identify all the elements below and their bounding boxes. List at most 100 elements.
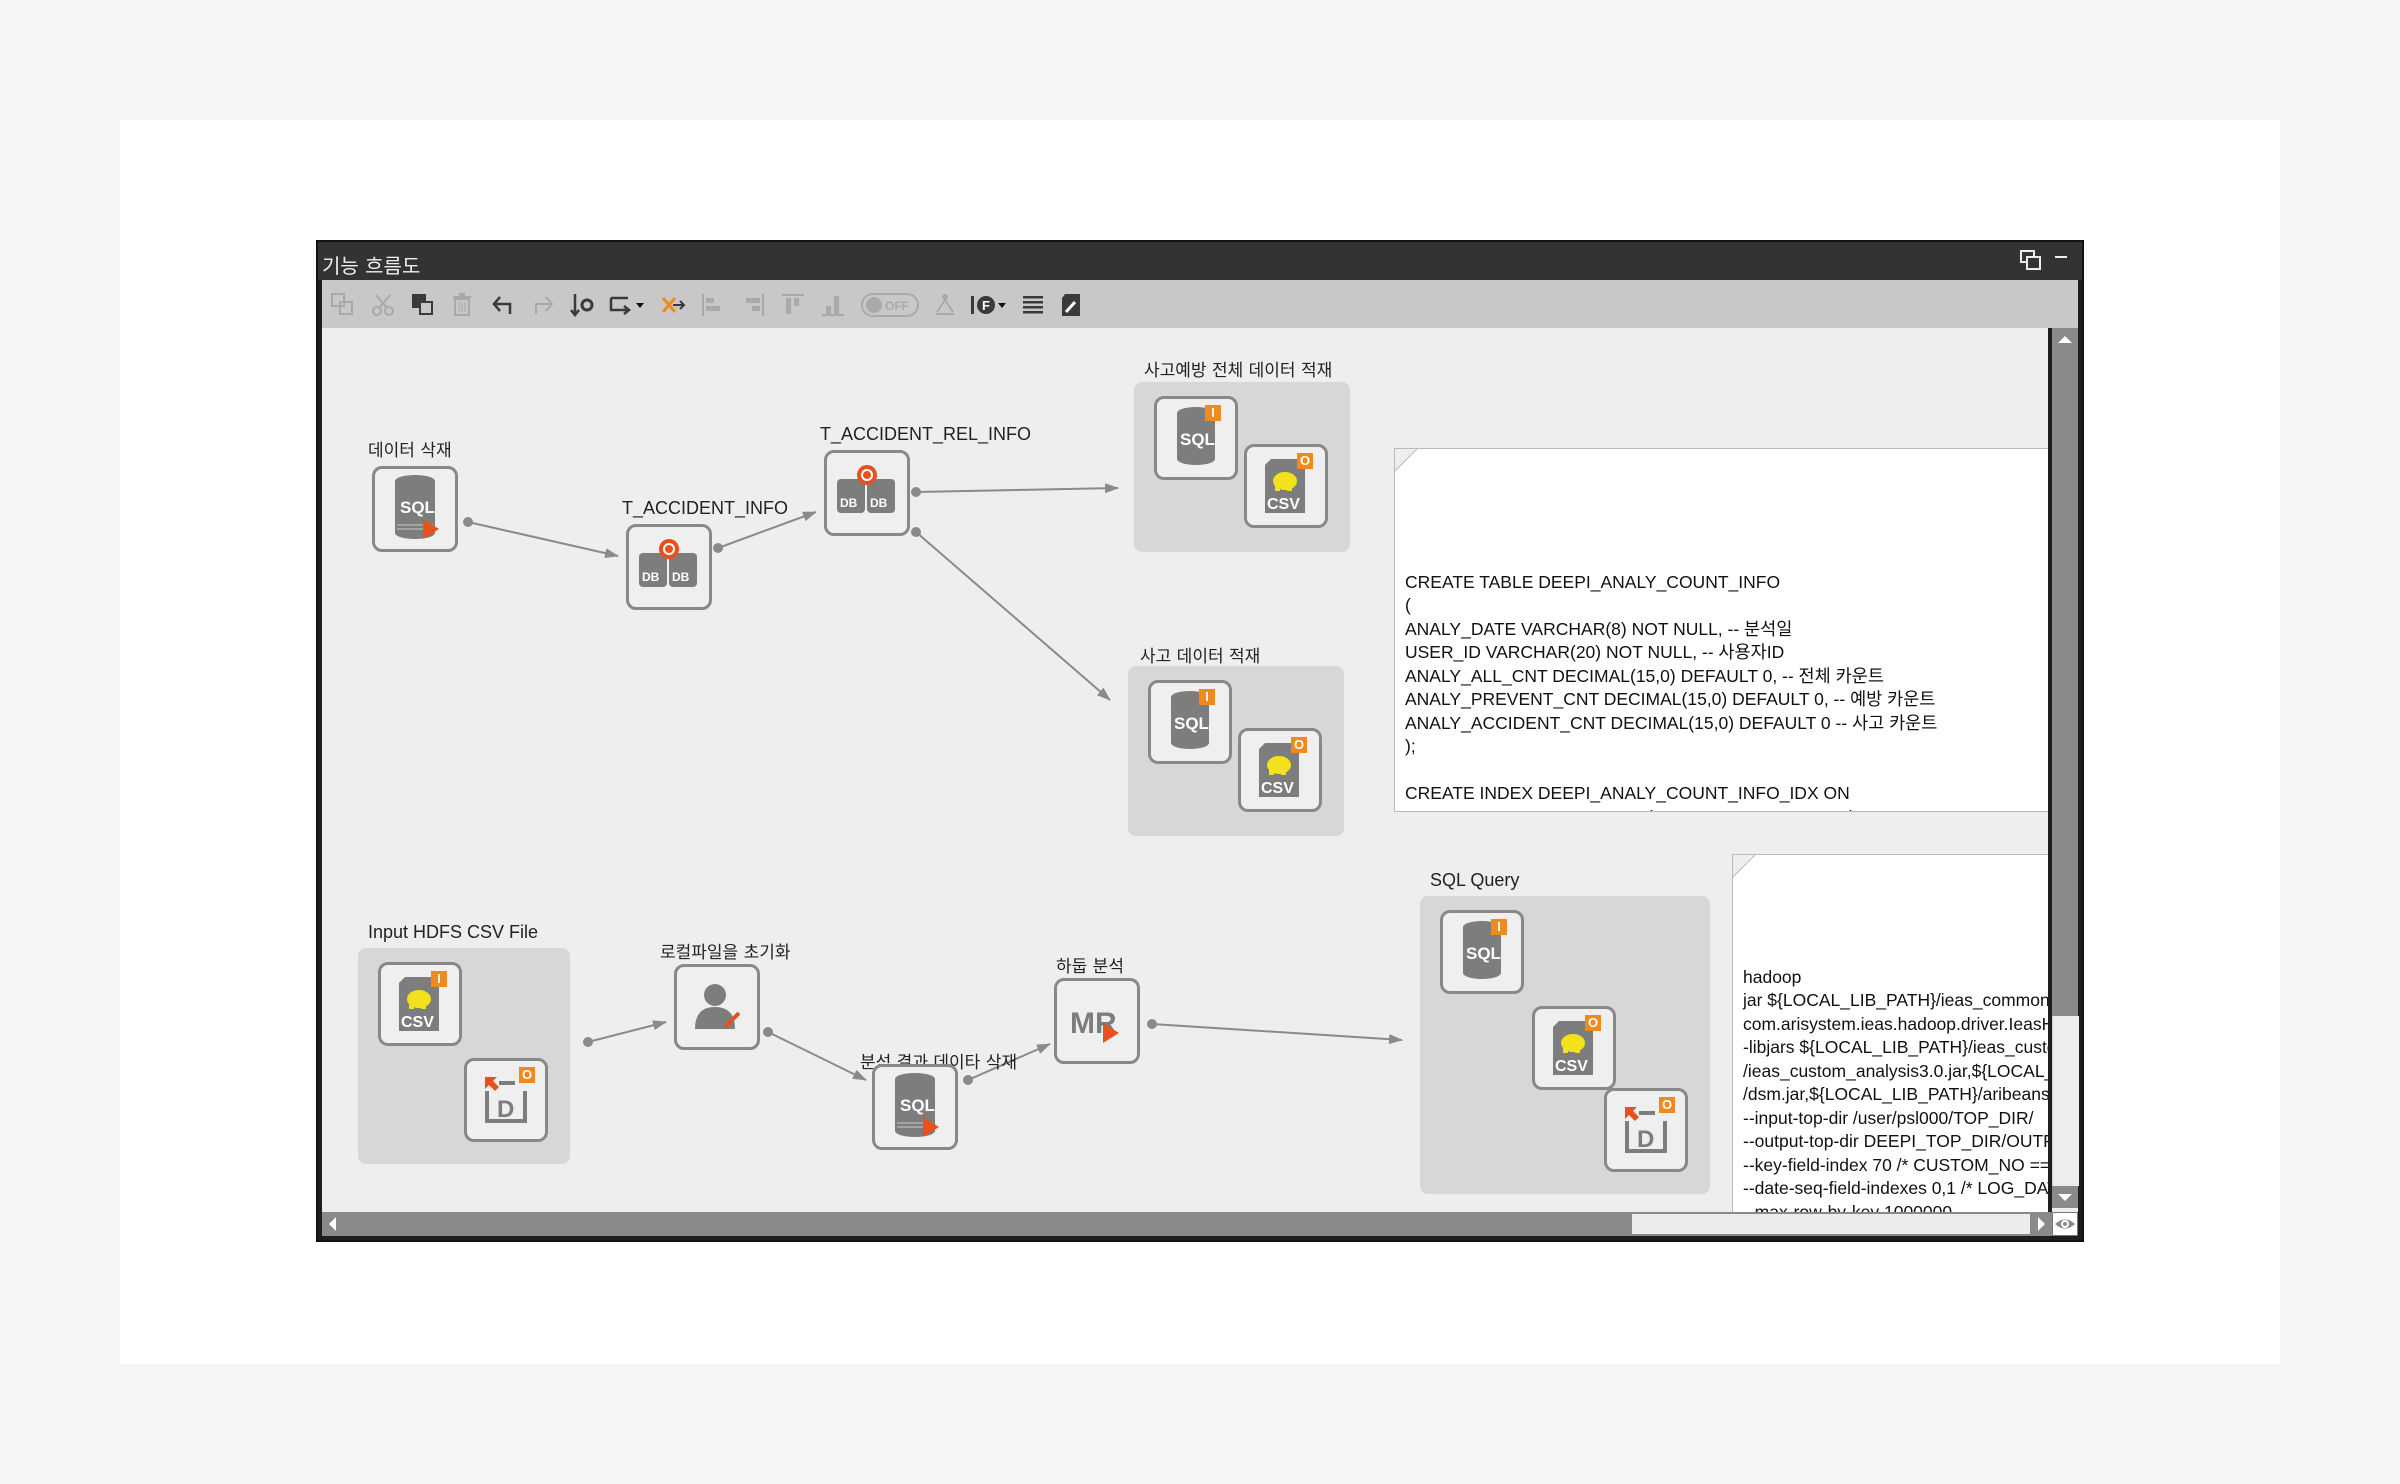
align-left-icon[interactable] <box>698 290 728 320</box>
group-child-csv-output[interactable]: CSV O <box>1244 444 1328 528</box>
node-init-local[interactable] <box>674 964 760 1050</box>
svg-text:SQL: SQL <box>1466 944 1501 963</box>
note-line: ( <box>1405 595 1411 615</box>
flow-diagram-window: 기능 흐름도 <box>316 240 2084 1242</box>
sql-play-icon: SQL <box>895 1073 939 1137</box>
note-line: CREATE INDEX DEEPI_ANALY_COUNT_INFO_IDX … <box>1405 783 1850 803</box>
hdfs-csv-icon: CSV <box>1259 743 1299 797</box>
note-hadoop-command[interactable]: hadoop jar ${LOCAL_LIB_PATH}/ieas_common.… <box>1732 854 2048 1212</box>
edge-hadoop-to-sqlquery <box>1147 1019 1403 1045</box>
note-line: jar ${LOCAL_LIB_PATH}/ieas_common. <box>1743 990 2048 1010</box>
group-input-hdfs[interactable]: CSV I D O <box>358 948 570 1164</box>
output-badge: O <box>1291 737 1307 753</box>
input-badge: I <box>1491 919 1507 935</box>
svg-text:DB: DB <box>870 496 888 510</box>
edge-rel-to-prevention <box>911 483 1119 497</box>
svg-text:DB: DB <box>672 570 690 584</box>
horizontal-scrollbar[interactable] <box>322 1212 2052 1236</box>
svg-text:SQL: SQL <box>900 1096 935 1115</box>
redo-icon[interactable] <box>528 290 558 320</box>
vertical-scroll-track[interactable] <box>2052 1016 2079 1186</box>
input-badge: I <box>1205 405 1221 421</box>
hdfs-csv-icon: CSV <box>1553 1021 1593 1075</box>
overview-toggle-button[interactable] <box>2052 1212 2078 1236</box>
input-badge: I <box>1199 689 1215 705</box>
delete-icon[interactable] <box>448 290 478 320</box>
group-child-d-output[interactable]: D O <box>1604 1088 1688 1172</box>
window-titlebar: 기능 흐름도 <box>318 242 2082 280</box>
edge-delete-result-to-hadoop <box>963 1043 1051 1085</box>
note-line: /ieas_custom_analysis3.0.jar,${LOCAL_ <box>1743 1060 2048 1081</box>
list-icon[interactable] <box>1018 290 1048 320</box>
group-label-prevention-load: 사고예방 전체 데이터 적재 <box>1144 361 1333 381</box>
arrow-up-icon <box>2058 336 2072 343</box>
edge-init-to-delete-result <box>763 1027 867 1081</box>
sort-settings-icon[interactable] <box>568 290 598 320</box>
toolbar: OFF F <box>322 280 2078 328</box>
scroll-down-button[interactable] <box>2052 1186 2078 1208</box>
restore-window-icon[interactable] <box>2018 248 2044 274</box>
align-right-icon[interactable] <box>738 290 768 320</box>
note-line <box>1405 759 2048 783</box>
svg-text:D: D <box>497 1096 514 1123</box>
scroll-right-button[interactable] <box>2030 1212 2052 1236</box>
cut-icon[interactable] <box>368 290 398 320</box>
arrow-down-icon <box>2058 1194 2072 1201</box>
horizontal-scroll-track[interactable] <box>1632 1214 2030 1234</box>
toggle-switch[interactable]: OFF <box>860 290 920 320</box>
copy-icon[interactable] <box>328 290 358 320</box>
flow-direction-dropdown-icon[interactable] <box>608 290 648 320</box>
group-label-input-hdfs: Input HDFS CSV File <box>368 922 539 942</box>
align-top-icon[interactable] <box>778 290 808 320</box>
undo-icon[interactable] <box>488 290 518 320</box>
node-hadoop-analysis[interactable]: MR <box>1054 978 1140 1064</box>
tree-layout-icon[interactable] <box>930 290 960 320</box>
output-badge: O <box>1585 1015 1601 1031</box>
note-create-table-text: CREATE TABLE DEEPI_ANALY_COUNT_INFO(ANAL… <box>1405 524 2048 812</box>
svg-text:CSV: CSV <box>401 1014 434 1031</box>
directory-output-icon: D <box>1625 1107 1667 1153</box>
node-delete-data[interactable]: SQL <box>372 466 458 552</box>
note-line: ANALY_PREVENT_CNT DECIMAL(15,0) DEFAULT … <box>1405 689 1936 709</box>
function-dropdown-icon[interactable]: F <box>968 290 1012 320</box>
paste-icon[interactable] <box>408 290 438 320</box>
minimize-window-icon[interactable] <box>2050 248 2076 274</box>
eye-icon <box>2055 1219 2075 1229</box>
note-line: --date-seq-field-indexes 0,1 /* LOG_DAT <box>1743 1178 2048 1198</box>
scroll-left-button[interactable] <box>322 1212 344 1236</box>
group-prevention-load[interactable]: SQL I CSV O <box>1134 382 1350 552</box>
note-line: ANALY_ALL_CNT DECIMAL(15,0) DEFAULT 0, -… <box>1405 665 1884 686</box>
vertical-scrollbar[interactable] <box>2052 328 2079 1212</box>
group-child-sql-input[interactable]: SQL I <box>1154 396 1238 480</box>
note-line <box>1405 547 2048 571</box>
group-child-sql-input[interactable]: SQL I <box>1440 910 1524 994</box>
output-badge: O <box>1659 1097 1675 1113</box>
note-line: hadoop <box>1743 966 1802 987</box>
group-child-csv-output[interactable]: CSV O <box>1532 1006 1616 1090</box>
edit-note-icon[interactable] <box>1056 290 1086 320</box>
disconnect-icon[interactable] <box>658 290 688 320</box>
edge-delete-to-info <box>463 517 619 559</box>
group-accident-load[interactable]: SQL I CSV O <box>1128 666 1344 836</box>
group-child-csv-output[interactable]: CSV O <box>1238 728 1322 812</box>
note-line: ANALY_ACCIDENT_CNT DECIMAL(15,0) DEFAULT… <box>1405 712 1938 733</box>
note-line: --key-field-index 70 /* CUSTOM_NO == <box>1743 1154 2048 1175</box>
group-child-csv-input[interactable]: CSV I <box>378 962 462 1046</box>
vertical-scroll-thumb[interactable] <box>2052 350 2078 1016</box>
svg-text:D: D <box>1637 1126 1654 1153</box>
svg-text:SQL: SQL <box>400 498 435 517</box>
node-delete-result[interactable]: SQL <box>872 1064 958 1150</box>
node-t-accident-info[interactable]: DB DB <box>626 524 712 610</box>
arrow-left-icon <box>329 1217 336 1231</box>
note-create-table[interactable]: CREATE TABLE DEEPI_ANALY_COUNT_INFO(ANAL… <box>1394 448 2048 812</box>
group-child-d-output[interactable]: D O <box>464 1058 548 1142</box>
node-label-delete-data: 데이터 삭재 <box>368 441 452 461</box>
scroll-up-button[interactable] <box>2052 328 2078 350</box>
group-sql-query[interactable]: SQL I CSV O D O <box>1420 896 1710 1194</box>
align-bottom-icon[interactable] <box>818 290 848 320</box>
group-child-sql-input[interactable]: SQL I <box>1148 680 1232 764</box>
directory-output-icon: D <box>485 1077 527 1123</box>
svg-text:DB: DB <box>642 570 660 584</box>
